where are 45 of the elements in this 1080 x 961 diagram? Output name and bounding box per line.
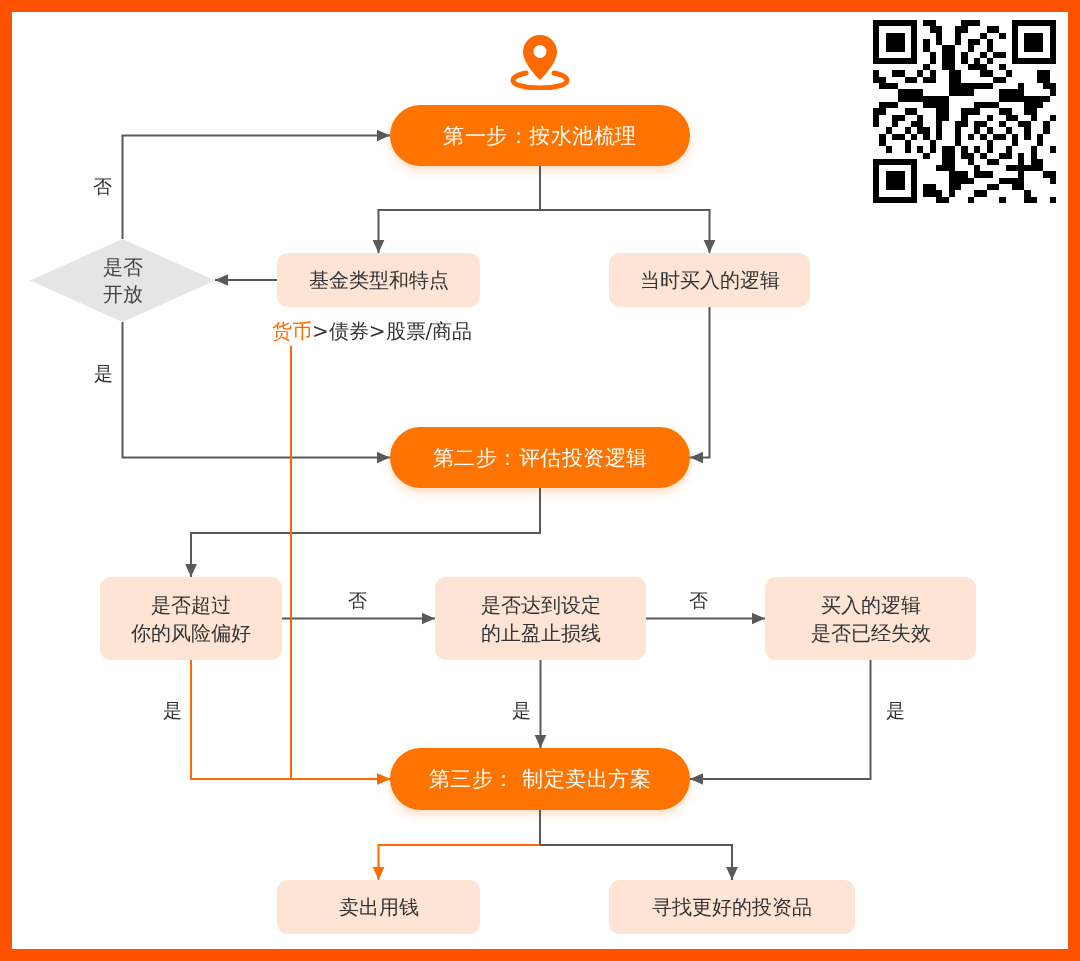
arrow xyxy=(539,209,716,254)
process-box xyxy=(609,253,810,307)
connector-line xyxy=(539,165,541,211)
arrow xyxy=(689,306,711,464)
edge-label: 是 xyxy=(512,699,531,721)
arrow xyxy=(214,274,278,286)
decision-label: 是否开放 xyxy=(102,253,143,308)
arrow xyxy=(372,209,541,254)
arrow xyxy=(121,321,391,464)
process-label: 当时买入的逻辑 xyxy=(639,267,780,294)
step-pill xyxy=(390,748,690,810)
arrow xyxy=(534,659,547,749)
connector-line xyxy=(539,809,541,846)
step-label: 第一步：按水池梳理 xyxy=(443,122,637,150)
process-box xyxy=(609,880,855,934)
step-label: 第二步：评估投资逻辑 xyxy=(432,444,648,472)
process-label: 寻找更好的投资品 xyxy=(652,894,812,921)
process-label: 买入的逻辑是否已经失效 xyxy=(810,591,931,647)
edge-label: 是 xyxy=(163,699,182,721)
process-box xyxy=(765,577,976,660)
step-label: 第三步： 制定卖出方案 xyxy=(428,766,652,793)
process-box xyxy=(435,577,646,660)
edge-label: 是 xyxy=(886,699,905,721)
arrow xyxy=(689,659,872,785)
step-pill xyxy=(390,105,690,166)
arrow xyxy=(539,844,738,881)
edge-label: 否 xyxy=(348,589,367,611)
process-box xyxy=(277,253,480,307)
edge-label: 否 xyxy=(689,589,708,611)
arrow xyxy=(290,345,391,785)
process-label: 是否达到设定的止盈止损线 xyxy=(480,591,601,647)
edge-label: 是 xyxy=(94,362,113,384)
process-label: 卖出用钱 xyxy=(338,894,419,921)
step-pill xyxy=(390,427,690,488)
arrow xyxy=(645,612,766,625)
arrow xyxy=(372,844,541,881)
process-box xyxy=(100,577,282,660)
note-text: 货币>债券>股票/商品 xyxy=(272,316,498,346)
arrow xyxy=(281,612,436,625)
process-label: 是否超过你的风险偏好 xyxy=(131,591,251,647)
edge-label: 否 xyxy=(93,175,112,197)
arrow xyxy=(185,487,541,578)
process-box xyxy=(277,880,480,934)
process-label: 基金类型和特点 xyxy=(308,267,449,294)
arrow xyxy=(121,129,391,240)
